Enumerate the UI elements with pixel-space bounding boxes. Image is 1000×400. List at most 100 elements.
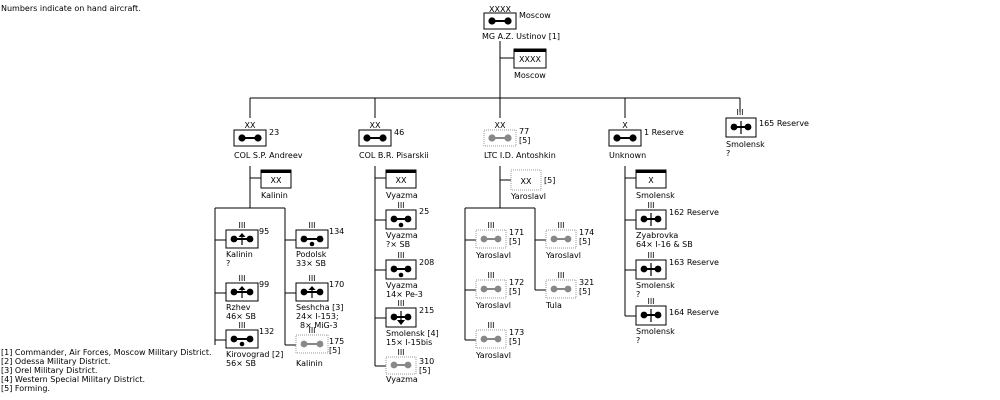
regiment-base: Vyazma <box>386 231 418 240</box>
brigade-commander: Unknown <box>609 151 646 160</box>
regiment-base: Tula <box>545 301 562 310</box>
division-77-base[interactable]: XX [5] Yaroslavl <box>510 169 555 201</box>
division-number: 77 <box>519 127 529 136</box>
aircraft-icon <box>300 340 324 348</box>
fighter-aircraft-icon <box>300 286 324 298</box>
regiment-forming-note: [5] <box>509 287 520 296</box>
fighter-aircraft-icon <box>730 121 752 134</box>
regiment-170[interactable]: III 170 Seshcha [3] 24× I-153; 8× MiG-3 <box>295 274 344 330</box>
regiment-strength: 56× SB <box>226 359 256 368</box>
moscow-district[interactable]: XXXX Moscow <box>513 48 547 80</box>
regiment-base: Zyabrovka <box>636 231 678 240</box>
regiment-175[interactable]: III 175 [5] Kalinin <box>295 326 344 368</box>
regiment-134[interactable]: III 134 Podolsk 33× SB <box>295 221 344 268</box>
regiment-number: 173 <box>509 328 524 337</box>
brigade-number: 1 Reserve <box>644 128 684 137</box>
regiment-base: Yaroslavl <box>475 251 511 260</box>
base-name: Vyazma <box>386 191 418 200</box>
regiment-base: Yaroslavl <box>475 351 511 360</box>
echelon-mark: XX <box>271 176 282 185</box>
division-commander: LTC I.D. Antoshkin <box>484 151 556 160</box>
base-header-bar <box>261 170 291 173</box>
regiment-165-reserve[interactable]: III 165 Reserve Smolensk ? <box>725 108 809 158</box>
regiment-171[interactable]: III 171 [5] Yaroslavl <box>475 221 524 260</box>
regiment-strength: ? <box>636 290 640 299</box>
regiment-number: 164 Reserve <box>669 308 719 317</box>
regiment-number: 163 Reserve <box>669 258 719 267</box>
regiment-number: 132 <box>259 327 274 336</box>
regiment-number: 171 <box>509 228 524 237</box>
brigade-1-reserve-base[interactable]: X Smolensk <box>635 169 675 200</box>
echelon-mark: III <box>487 321 494 330</box>
regiment-162-reserve[interactable]: III 162 Reserve Zyabrovka 64× I-16 & SB <box>635 201 719 249</box>
regiment-base: Vyazma <box>386 281 418 290</box>
echelon-mark: XXXX <box>519 55 541 64</box>
echelon-mark: III <box>397 251 404 260</box>
regiment-base: Yaroslavl <box>475 301 511 310</box>
base-symbol-forming <box>510 169 542 191</box>
bomber-aircraft-icon <box>390 215 412 228</box>
echelon-mark: III <box>308 221 315 230</box>
division-46[interactable]: XX 46 COL B.R. Pisarskii <box>358 121 429 160</box>
brigade-1-reserve[interactable]: X 1 Reserve Unknown <box>608 121 684 160</box>
regiment-base: Smolensk <box>636 327 675 336</box>
regiment-95[interactable]: III 95 Kalinin ? <box>225 221 269 268</box>
regiment-strength: 33× SB <box>296 259 326 268</box>
regiment-base: Podolsk <box>296 250 327 259</box>
fighter-aircraft-icon <box>230 286 254 298</box>
base-header-bar <box>386 170 416 173</box>
regiment-173[interactable]: III 173 [5] Yaroslavl <box>475 321 524 360</box>
division-23-base[interactable]: XX Kalinin <box>260 169 292 200</box>
division-commander: COL B.R. Pisarskii <box>359 151 429 160</box>
aircraft-icon <box>613 134 637 142</box>
regiment-forming-note: [5] <box>509 337 520 346</box>
regiment-132[interactable]: III 132 Kirovograd [2] 56× SB <box>225 321 283 368</box>
bomber-aircraft-icon <box>300 235 324 247</box>
base-name: Kalinin <box>261 191 288 200</box>
regiment-164-reserve[interactable]: III 164 Reserve Smolensk ? <box>635 297 719 345</box>
regiment-strength: 24× I-153; <box>296 312 339 321</box>
regiment-base: Seshcha [3] <box>296 303 343 312</box>
hq-commander: MG A.Z. Ustinov [1] <box>482 32 560 41</box>
regiment-310[interactable]: III 310 [5] Vyazma <box>385 348 434 384</box>
regiment-99[interactable]: III 99 Rzhev 46× SB <box>225 274 269 321</box>
aircraft-icon <box>390 361 412 369</box>
regiment-number: 174 <box>579 228 594 237</box>
echelon-mark: III <box>397 201 404 210</box>
fighter-aircraft-icon <box>230 233 254 245</box>
base-name: Yaroslavl <box>510 192 546 201</box>
regiment-number: 99 <box>259 280 269 289</box>
regiment-base: Kalinin <box>296 359 323 368</box>
regiment-number: 170 <box>329 280 344 289</box>
regiment-215[interactable]: III 215 Smolensk [4] 15× I-15bis <box>385 299 439 347</box>
regiment-forming-note: [5] <box>509 237 520 246</box>
regiment-25[interactable]: III 25 Vyazma ?× SB <box>385 201 429 249</box>
moscow-air-hq[interactable]: XXXX Moscow MG A.Z. Ustinov [1] <box>482 5 560 41</box>
echelon-mark: III <box>397 299 404 308</box>
division-77[interactable]: XX 77 [5] LTC I.D. Antoshkin <box>483 121 556 160</box>
footnotes: [1] Commander, Air Forces, Moscow Milita… <box>1 348 212 393</box>
regiment-number: 208 <box>419 258 434 267</box>
regiment-strength: ? <box>726 149 730 158</box>
chart-note: Numbers indicate on hand aircraft. <box>1 4 141 13</box>
hq-name: Moscow <box>519 11 551 20</box>
regiment-number: 310 <box>419 357 434 366</box>
regiment-base: Yaroslavl <box>545 251 581 260</box>
regiment-172[interactable]: III 172 [5] Yaroslavl <box>475 271 524 310</box>
regiment-208[interactable]: III 208 Vyazma 14× Pe-3 <box>385 251 434 299</box>
regiment-163-reserve[interactable]: III 163 Reserve Smolensk ? <box>635 251 719 299</box>
division-23[interactable]: XX 23 COL S.P. Andreev <box>233 121 303 160</box>
regiment-321[interactable]: III 321 [5] Tula <box>545 271 594 310</box>
division-commander: COL S.P. Andreev <box>234 151 303 160</box>
regiment-strength: ? <box>636 336 640 345</box>
base-forming-note: [5] <box>544 176 555 185</box>
regiment-174[interactable]: III 174 [5] Yaroslavl <box>545 221 594 260</box>
division-46-base[interactable]: XX Vyazma <box>385 169 418 200</box>
fighter-aircraft-icon <box>640 263 662 276</box>
regiment-number: 172 <box>509 278 524 287</box>
regiment-forming-note: [5] <box>579 287 590 296</box>
echelon-mark: III <box>308 274 315 283</box>
regiment-strength: 14× Pe-3 <box>386 290 423 299</box>
echelon-mark: XX <box>245 121 256 130</box>
aircraft-icon <box>480 335 502 343</box>
